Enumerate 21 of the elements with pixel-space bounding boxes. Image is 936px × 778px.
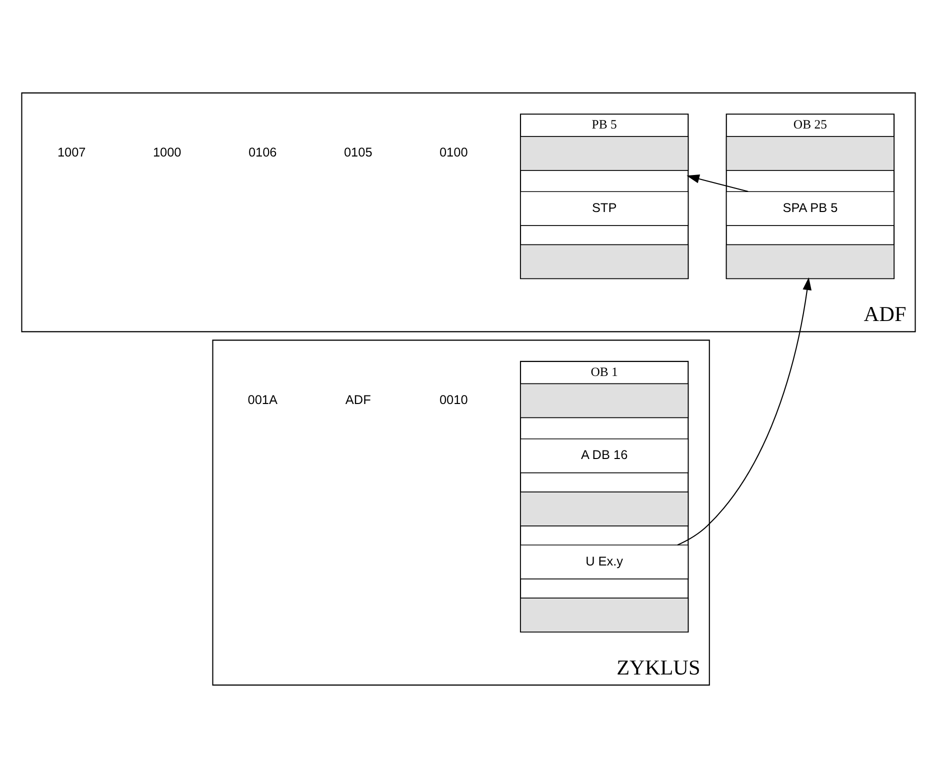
node-box <box>520 598 688 632</box>
label: 1007 <box>56 144 86 160</box>
label: 0010 <box>438 392 468 407</box>
node-box <box>725 136 894 171</box>
node-box <box>520 492 688 526</box>
label: ADF <box>344 392 370 407</box>
node-box: A DB 16 <box>520 438 688 474</box>
node-box <box>520 244 688 280</box>
label: 1000 <box>152 144 181 160</box>
label: 001A <box>247 392 277 407</box>
label: 0100 <box>438 144 468 160</box>
node-box <box>520 383 688 418</box>
node-box <box>725 244 894 280</box>
node-box: U Ex.y <box>520 544 688 580</box>
label: 0105 <box>343 144 372 160</box>
node-box: SPA PB 5 <box>725 191 894 226</box>
node-box <box>520 136 688 171</box>
label: 0106 <box>248 144 276 160</box>
arrow <box>676 277 812 546</box>
arrow <box>686 174 748 192</box>
node-box: STP <box>520 191 688 226</box>
